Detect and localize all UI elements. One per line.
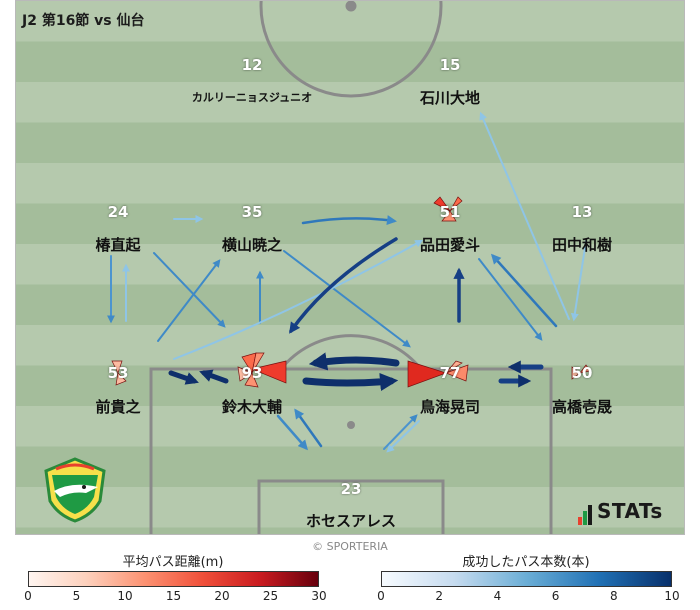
player-number: 53 [107, 364, 129, 382]
distance-legend-tick-label: 30 [311, 589, 327, 603]
pitch-lines [149, 1, 553, 534]
pass-arrow [294, 408, 323, 448]
pitch-stripe [16, 527, 684, 534]
distance-marker [449, 196, 463, 212]
player-number: 15 [439, 56, 461, 74]
distance-legend-tick-label: 5 [72, 589, 81, 603]
distance-marker [571, 366, 581, 380]
distance-legend-tick-label: 10 [117, 589, 133, 603]
player-name: 鈴木大輔 [221, 398, 283, 416]
player-number: 13 [571, 203, 593, 221]
distance-markers [111, 196, 591, 388]
player-name: カルリーニョスジュニオ [191, 91, 313, 104]
brand-text: STATs [597, 499, 663, 523]
distance-marker [251, 352, 265, 374]
player-name: 高橋壱晟 [551, 398, 613, 416]
pitch-stripe [16, 284, 684, 326]
pitch-stripe [16, 163, 684, 204]
pitch-area: J2 第16節 vs 仙台 12 カルリーニョスジュニオ 15 石川大地 24 … [15, 0, 685, 535]
pass-arrow [386, 420, 420, 453]
distance-marker [250, 360, 287, 384]
player-name: 田中和樹 [551, 236, 613, 254]
player-number: 51 [439, 203, 461, 221]
pitch-stripe [16, 82, 684, 123]
passes-legend-tick-label: 0 [377, 589, 385, 603]
pass-arrows [107, 111, 587, 453]
player-name: 前貴之 [95, 398, 141, 416]
player-number: 77 [439, 364, 461, 382]
pass-arrow [283, 250, 411, 348]
pass-arrow [289, 237, 398, 334]
stats-logo: STATs [578, 499, 663, 525]
passes-legend-title: 成功したパス本数(本) [462, 555, 590, 570]
distance-legend-tick-label: 25 [262, 589, 279, 603]
pass-arrow [173, 239, 424, 360]
pitch-stripes [16, 1, 684, 534]
pass-arrow [199, 369, 229, 384]
pass-arrow [570, 240, 587, 322]
top-center-spot [345, 1, 357, 12]
pitch-stripe [16, 487, 684, 528]
pitch-stripe [16, 203, 684, 245]
pitch-svg [16, 1, 684, 534]
goal-area [257, 479, 445, 534]
distance-legend-tick-label: 15 [165, 589, 182, 603]
player-name: ホセスアレス [305, 512, 397, 530]
player-name: 横山暁之 [221, 236, 283, 254]
distance-legend-bar [28, 571, 319, 587]
distance-marker [115, 372, 127, 386]
pass-arrow [157, 259, 221, 342]
penalty-box [149, 367, 553, 534]
passes-legend-tick-label: 4 [493, 589, 502, 603]
distance-marker [445, 360, 463, 374]
passes-legend-tick-label: 6 [551, 589, 560, 603]
pass-arrow [478, 258, 543, 341]
pass-arrow [168, 370, 199, 385]
distance-legend-tick-label: 20 [214, 589, 230, 603]
penalty-spot [347, 421, 355, 429]
player-number: 23 [340, 480, 362, 498]
player-name: 椿直起 [95, 236, 141, 254]
pass-arrow [479, 111, 570, 320]
penalty-arc [279, 334, 423, 370]
passes-legend-bar [381, 571, 672, 587]
distance-legend-title: 平均パス距離(m) [122, 555, 224, 570]
player-number: 12 [241, 56, 263, 74]
player-number: 93 [241, 364, 263, 382]
pass-arrow [301, 215, 397, 225]
player-name: 鳥海晃司 [419, 398, 481, 416]
pass-arrow [153, 252, 226, 328]
pass-arrow [302, 372, 399, 392]
distance-marker [445, 364, 469, 382]
distance-marker [111, 360, 123, 374]
top-center-circle [259, 1, 443, 98]
player-name: 品田愛斗 [419, 236, 481, 254]
distance-marker [433, 196, 451, 212]
distance-legend-tick-label: 0 [24, 589, 32, 603]
club-emblem-icon [42, 457, 108, 527]
stats-bars-icon [578, 501, 593, 525]
pass-arrow [276, 414, 308, 451]
distance-marker [407, 360, 448, 388]
pass-arrow [308, 352, 400, 371]
passes-legend-tick-label: 10 [664, 589, 680, 603]
pass-arrow [383, 414, 418, 450]
passes-legend-tick-label: 8 [609, 589, 618, 603]
pass-arrow [490, 253, 558, 328]
distance-marker [579, 364, 591, 374]
pitch-stripe [16, 41, 684, 83]
player-number: 35 [241, 203, 263, 221]
pitch-stripe [16, 122, 684, 164]
player-number: 50 [571, 364, 593, 382]
passes-legend-tick-label: 2 [435, 589, 444, 603]
credit-text: © SPORTERIA [312, 540, 388, 553]
match-title: J2 第16節 vs 仙台 [22, 13, 145, 29]
player-name: 石川大地 [419, 89, 481, 107]
player-number: 24 [107, 203, 129, 221]
distance-marker [237, 366, 253, 382]
distance-marker [441, 210, 457, 222]
distance-marker [244, 372, 259, 388]
